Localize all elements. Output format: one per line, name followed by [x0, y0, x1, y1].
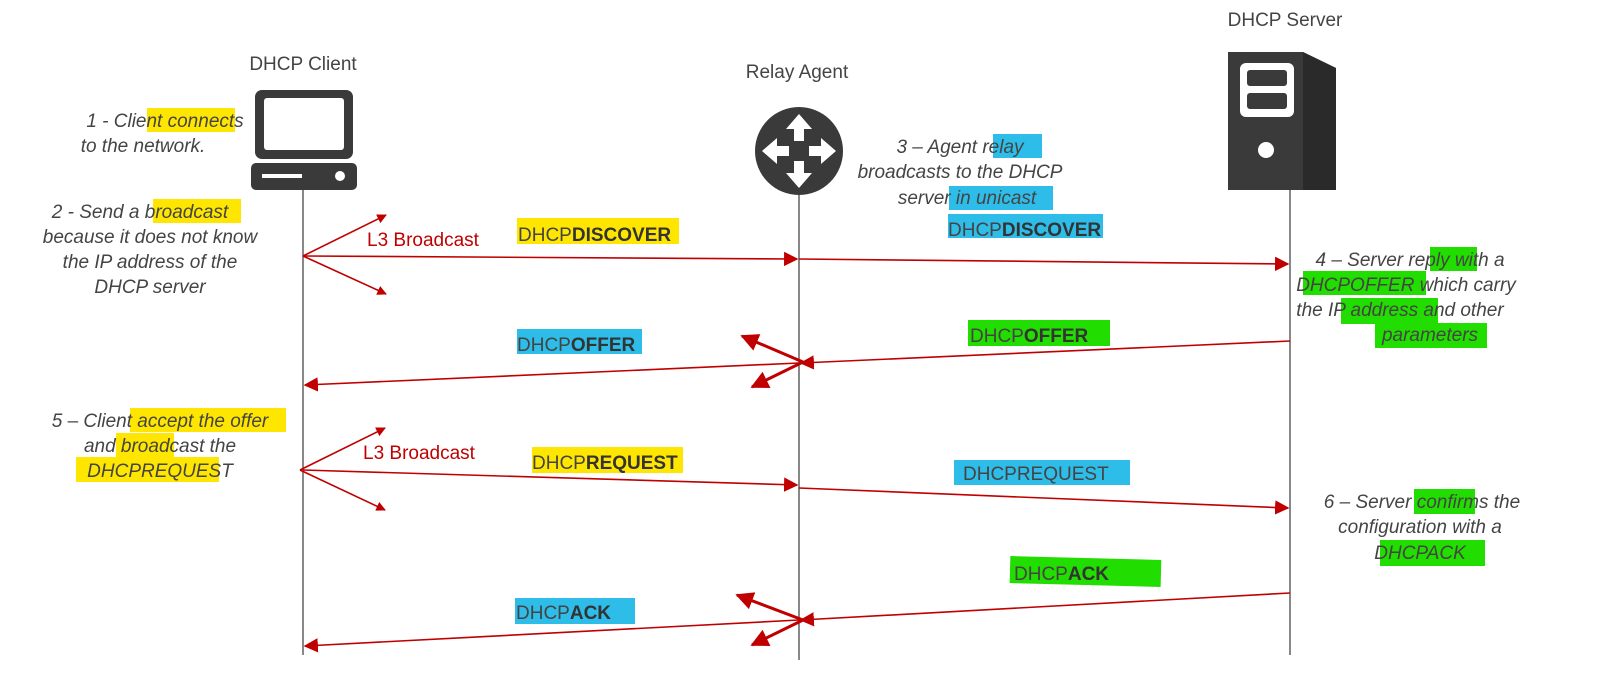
note-4-line-3: the IP address and other — [1296, 300, 1504, 321]
arrow-request-client-relay — [302, 469, 799, 492]
note-3: 3 – Agent relay broadcasts to the DHCP s… — [858, 137, 1063, 209]
msg-ack-1: DHCPACK — [1014, 564, 1109, 585]
relay-fan-ack — [735, 592, 804, 647]
client-title: DHCP Client — [249, 54, 357, 75]
note-3-line-2: broadcasts to the DHCP — [858, 162, 1063, 183]
note-2-line-2: because it does not know — [43, 227, 259, 248]
note-1-line-2: to the network. — [81, 136, 206, 157]
note-2-line-4: DHCP server — [94, 277, 206, 298]
note-6-line-1: 6 – Server confirms the — [1324, 492, 1520, 513]
note-5: 5 – Client accept the offer and broadcas… — [52, 411, 269, 482]
note-2-line-3: the IP address of the — [63, 252, 238, 273]
arrow-request-relay-server — [798, 487, 1290, 515]
arrow-ack-relay-client — [303, 619, 800, 653]
note-4-line-2: DHCPOFFER which carry — [1296, 275, 1517, 296]
note-4-line-4: parameters — [1381, 325, 1479, 346]
note-3-line-3: server in unicast — [898, 188, 1037, 209]
note-4-line-1: 4 – Server reply with a — [1315, 250, 1504, 271]
arrow-offer-relay-client — [303, 362, 800, 392]
arrow-discover-client-relay — [302, 251, 799, 267]
arrow-offer-server-relay — [799, 340, 1291, 370]
note-5-line-2: and broadcast the — [84, 436, 236, 457]
relay-title: Relay Agent — [746, 62, 849, 83]
msg-discover-2: DHCPDISCOVER — [948, 220, 1101, 241]
note-2-line-1: 2 - Send a broadcast — [51, 202, 229, 223]
note-5-line-1: 5 – Client accept the offer — [52, 411, 269, 432]
l3-broadcast-label-2: L3 Broadcast — [363, 443, 476, 464]
msg-ack-2: DHCPACK — [516, 603, 611, 624]
router-icon — [755, 107, 843, 195]
l3-broadcast-label-1: L3 Broadcast — [367, 230, 480, 251]
note-6-line-2: configuration with a — [1338, 517, 1502, 538]
msg-request-2: DHCPREQUEST — [963, 464, 1109, 485]
msg-offer-1: DHCPOFFER — [517, 335, 636, 356]
note-6: 6 – Server confirms the configuration wi… — [1324, 492, 1520, 564]
note-1: 1 - Client connects to the network. — [81, 111, 244, 157]
note-1-line-1: 1 - Client connects — [86, 111, 244, 132]
msg-discover-1: DHCPDISCOVER — [518, 225, 671, 246]
msg-request-1: DHCPREQUEST — [532, 453, 678, 474]
server-tower-icon — [1228, 52, 1336, 190]
relay-fan-offer — [740, 334, 804, 389]
desktop-computer-icon — [251, 90, 357, 190]
note-6-line-3: DHCPACK — [1374, 543, 1467, 564]
note-3-line-1: 3 – Agent relay — [896, 137, 1025, 158]
arrow-ack-server-relay — [799, 592, 1291, 627]
note-5-line-3: DHCPREQUEST — [87, 461, 234, 482]
msg-offer-2: DHCPOFFER — [970, 326, 1089, 347]
highlights — [76, 108, 1487, 624]
arrow-discover-relay-server — [798, 256, 1290, 272]
server-title: DHCP Server — [1228, 10, 1343, 31]
note-2: 2 - Send a broadcast because it does not… — [43, 202, 259, 298]
note-4: 4 – Server reply with a DHCPOFFER which … — [1296, 250, 1517, 346]
broadcast-fan-1 — [302, 214, 387, 295]
broadcast-fan-2 — [299, 427, 386, 511]
